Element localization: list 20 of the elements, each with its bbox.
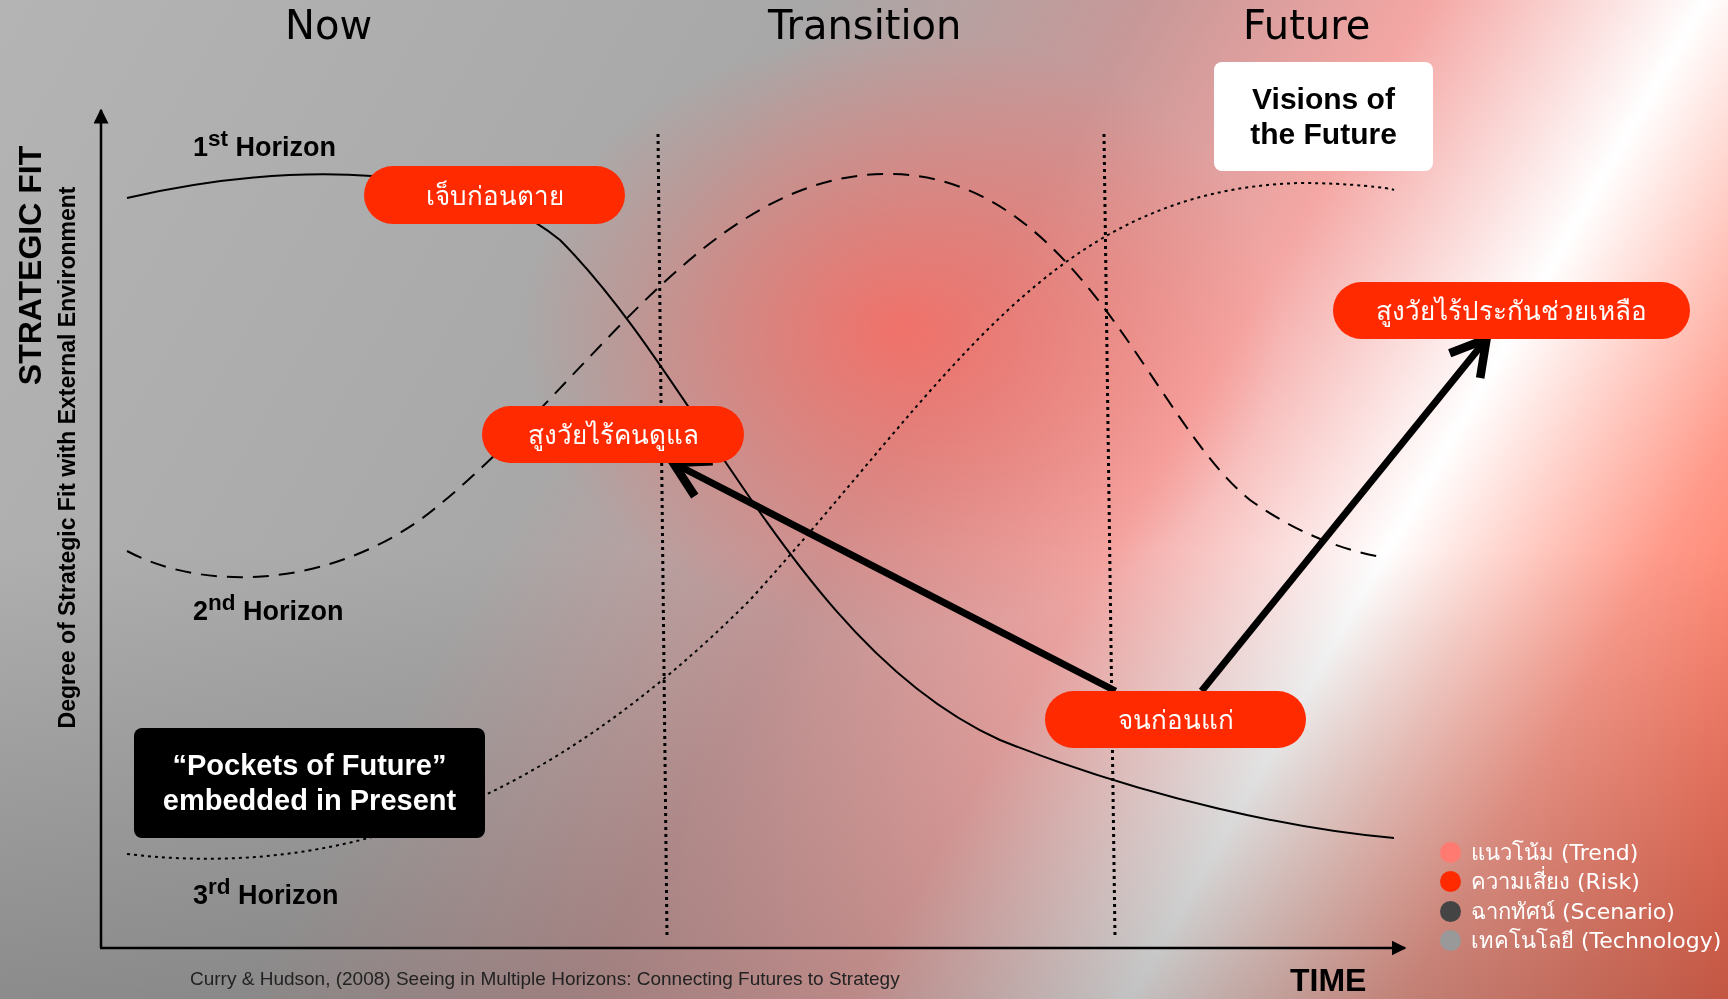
column-heading: Now — [285, 2, 373, 48]
risk-pill: สูงวัยไร้ประกันช่วยเหลือ — [1333, 282, 1690, 339]
legend-text: ฉากทัศน์ (Scenario) — [1471, 898, 1675, 926]
curve-label: 3$^{rd}$ Horizon — [193, 874, 339, 911]
risk-pill: สูงวัยไร้คนดูแล — [482, 406, 744, 463]
curve-label: 1$^{st}$ Horizon — [193, 126, 337, 163]
axis-label: Degree of Strategic Fit with External Environment — [54, 186, 82, 728]
curve-label: 2$^{nd}$ Horizon — [193, 590, 344, 627]
column-heading: Transition — [768, 2, 962, 48]
citation: Curry & Hudson, (2008) Seeing in Multiple Horizons: Connecting Futures to Strategy — [190, 968, 900, 990]
risk-pill: เจ็บก่อนตาย — [364, 166, 625, 224]
risk-pill: จนก่อนแก่ — [1045, 691, 1306, 748]
pockets-box: “Pockets of Future” embedded in Present — [134, 728, 485, 838]
legend-text: ความเสี่ยง (Risk) — [1471, 864, 1640, 899]
legend-text: แนวโน้ม (Trend) — [1471, 839, 1639, 866]
vision-box: Visions of the Future — [1214, 62, 1433, 171]
column-heading: Future — [1243, 2, 1371, 48]
axis-title: TIME — [1290, 962, 1367, 999]
axis-title: STRATEGIC FIT — [11, 145, 49, 385]
legend-text: เทคโนโลยี (Technology) — [1471, 927, 1722, 955]
